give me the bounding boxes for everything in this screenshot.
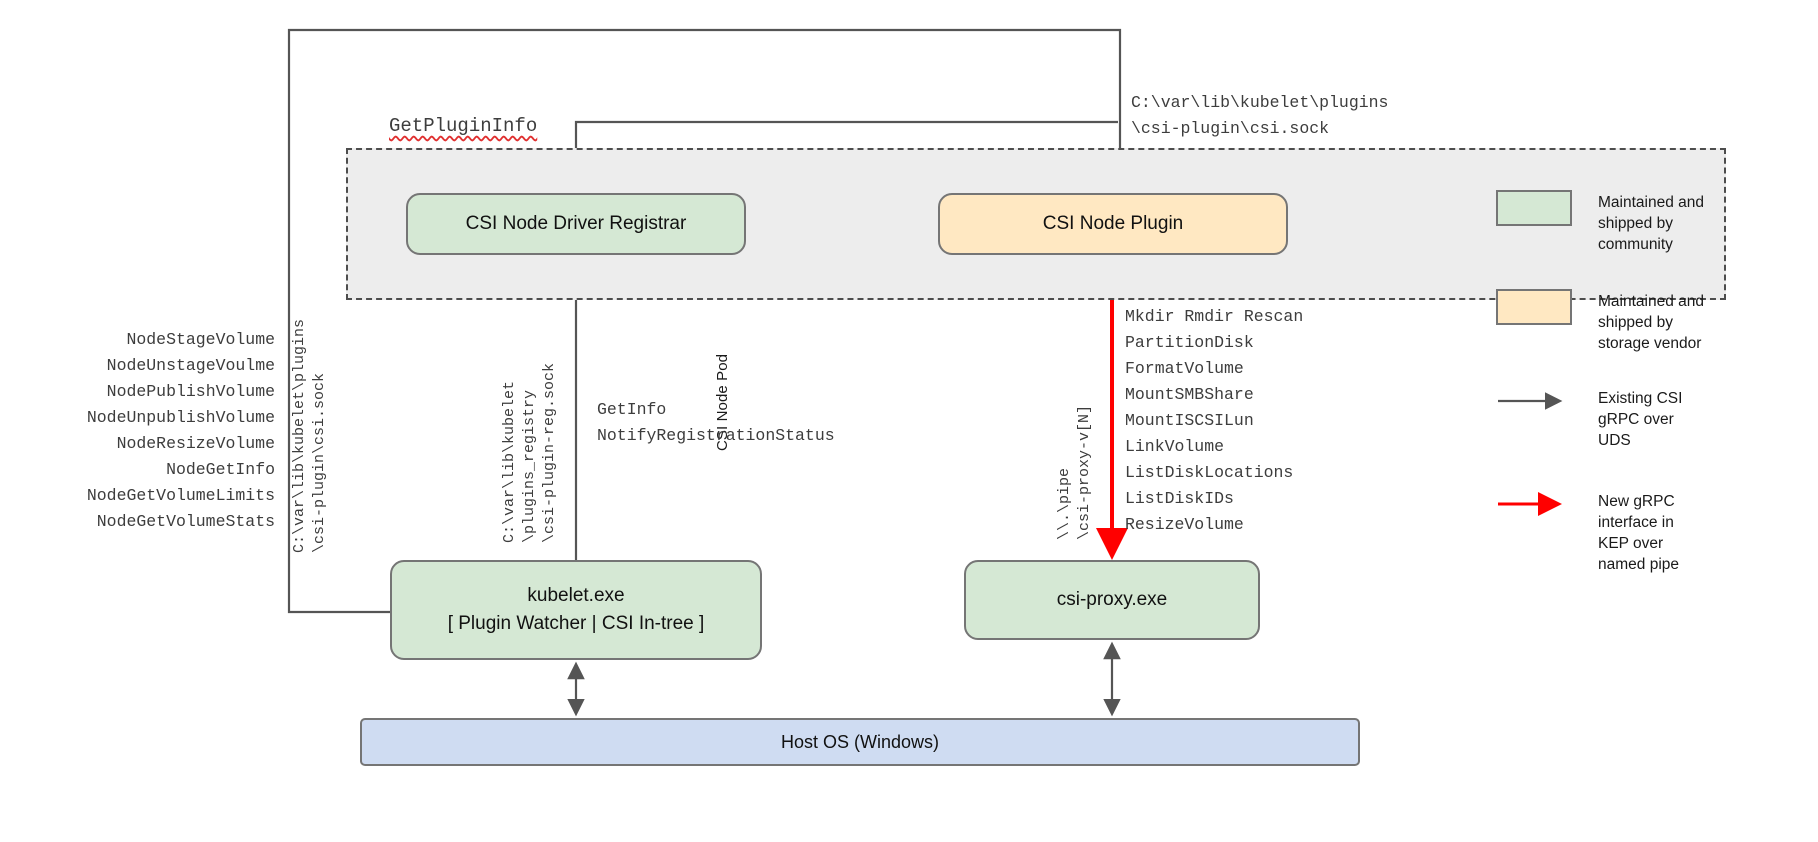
legend-arrow-gray-icon bbox=[1496, 388, 1572, 424]
legend-swatch-community-icon bbox=[1496, 190, 1572, 226]
legend-label-community: Maintained and shipped by community bbox=[1598, 194, 1704, 253]
legend-item-storage-vendor: Maintained and shipped by storage vendor bbox=[1496, 289, 1796, 354]
label-kubelet-plugin-socket-path: C:\var\lib\kubelet\plugins \csi-plugin\c… bbox=[291, 318, 328, 553]
legend-label-existing-csi: Existing CSI gRPC over UDS bbox=[1598, 390, 1683, 449]
node-csi-proxy-exe[interactable]: csi-proxy.exe bbox=[964, 560, 1260, 640]
label-plugins-registry-socket-path: C:\var\lib\kubelet \plugins_registry \cs… bbox=[501, 362, 558, 543]
node-csi-driver-registrar[interactable]: CSI Node Driver Registrar bbox=[406, 193, 746, 255]
node-kubelet-exe-label: kubelet.exe bbox=[527, 585, 625, 607]
legend-item-community: Maintained and shipped by community bbox=[1496, 190, 1796, 255]
node-host-os[interactable]: Host OS (Windows) bbox=[360, 718, 1360, 766]
node-kubelet-exe[interactable]: kubelet.exe [ Plugin Watcher | CSI In-tr… bbox=[390, 560, 762, 660]
node-host-os-label: Host OS (Windows) bbox=[780, 731, 940, 752]
legend-swatch-storage-vendor-icon bbox=[1496, 289, 1572, 325]
node-csi-driver-registrar-label: CSI Node Driver Registrar bbox=[465, 213, 687, 235]
node-kubelet-exe-sublabel: [ Plugin Watcher | CSI In-tree ] bbox=[447, 613, 705, 634]
label-csi-proxy-api-calls: Mkdir Rmdir Rescan PartitionDisk FormatV… bbox=[1125, 307, 1304, 534]
label-node-plugin-socket-path: C:\var\lib\kubelet\plugins \csi-plugin\c… bbox=[1131, 93, 1389, 138]
label-get-plugin-info: GetPluginInfo bbox=[389, 115, 538, 137]
label-named-pipe-path: \\.\pipe \csi-proxy-v[N] bbox=[1056, 404, 1093, 540]
legend: Maintained and shipped by community Main… bbox=[1496, 190, 1796, 615]
node-csi-proxy-exe-label: csi-proxy.exe bbox=[1056, 589, 1168, 611]
legend-item-new-grpc: New gRPC interface in KEP over named pip… bbox=[1496, 491, 1796, 575]
node-csi-node-plugin-label: CSI Node Plugin bbox=[1042, 213, 1184, 235]
legend-item-existing-csi: Existing CSI gRPC over UDS bbox=[1496, 388, 1796, 451]
label-registrar-calls: GetInfo NotifyRegistrationStatus bbox=[597, 400, 835, 445]
legend-label-new-grpc: New gRPC interface in KEP over named pip… bbox=[1598, 493, 1680, 573]
label-csi-node-service-calls: NodeStageVolume NodeUnstageVoulme NodePu… bbox=[86, 330, 275, 531]
legend-label-storage-vendor: Maintained and shipped by storage vendor bbox=[1598, 293, 1704, 352]
legend-arrow-red-icon bbox=[1496, 491, 1572, 527]
node-csi-node-plugin[interactable]: CSI Node Plugin bbox=[938, 193, 1288, 255]
